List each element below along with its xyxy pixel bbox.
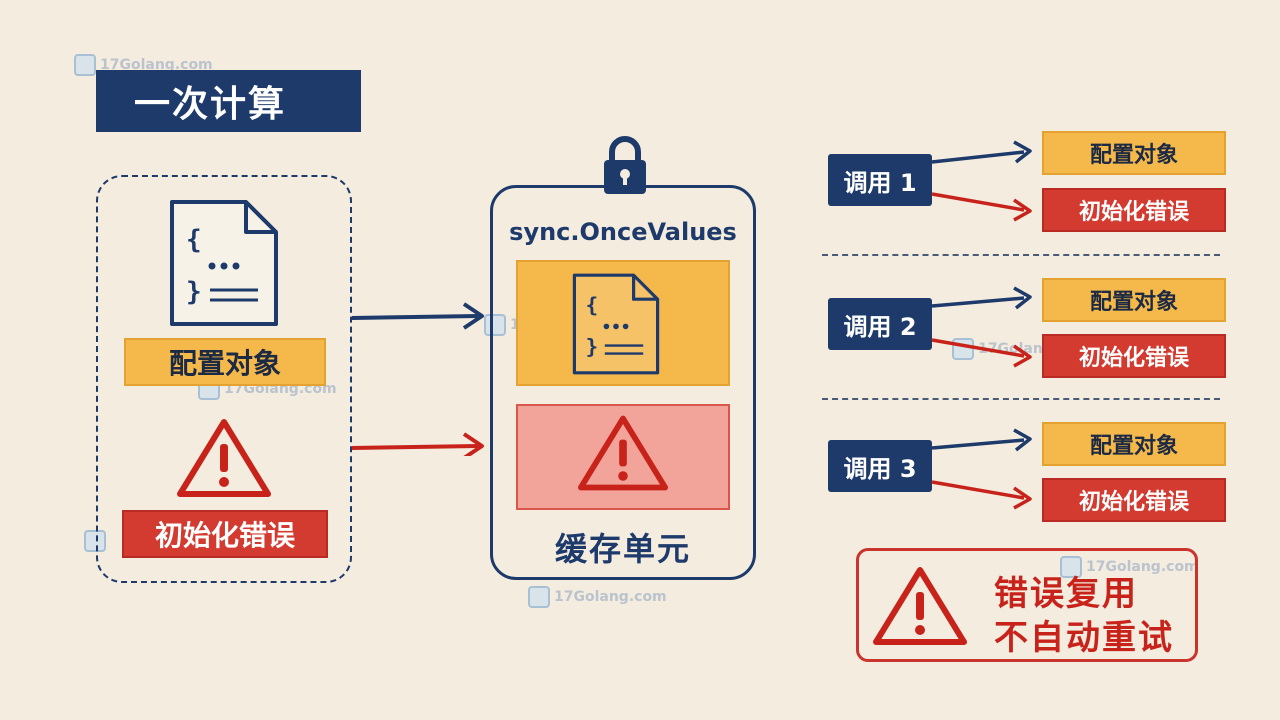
watermark-logo-icon — [84, 530, 106, 552]
arrows-to-cache — [351, 302, 484, 456]
result-line-no-retry: 不自动重试 — [994, 618, 1174, 658]
svg-text:{: { — [186, 225, 202, 255]
call-1-config-tag: 配置对象 — [1042, 131, 1226, 175]
watermark-logo-icon — [74, 54, 96, 76]
document-icon: { } — [572, 273, 660, 375]
watermark-text: 17Golang.com — [1086, 559, 1199, 575]
svg-text:{: { — [586, 293, 599, 317]
watermark-logo-icon — [1060, 556, 1082, 578]
watermark: 17Golang.com — [74, 54, 213, 76]
svg-text:}: } — [186, 277, 202, 307]
call-2-config-tag: 配置对象 — [1042, 278, 1226, 322]
watermark-text: 17Golang.com — [554, 589, 667, 605]
call-3-config-tag: 配置对象 — [1042, 422, 1226, 466]
watermark-logo-icon — [484, 314, 506, 336]
call-1-box: 调用 1 — [828, 154, 932, 206]
result-line-reuse: 错误复用 — [994, 574, 1138, 614]
call-2-error-tag: 初始化错误 — [1042, 334, 1226, 378]
cache-panel — [490, 185, 756, 580]
warning-icon — [177, 419, 271, 497]
result-box — [856, 548, 1198, 662]
call-3-error-tag: 初始化错误 — [1042, 478, 1226, 522]
call-divider — [822, 254, 1220, 256]
init-error-tag: 初始化错误 — [122, 510, 328, 558]
source-panel — [96, 175, 352, 583]
cache-header: sync.OnceValues — [509, 218, 737, 246]
watermark-logo-icon — [528, 586, 550, 608]
call-divider — [822, 398, 1220, 400]
watermark-text: 17Golang.com — [100, 57, 213, 73]
call-2-box: 调用 2 — [828, 298, 932, 350]
page-title: 一次计算 — [96, 70, 361, 132]
warning-icon — [873, 567, 967, 645]
call-arrows — [931, 140, 1032, 510]
config-object-tag: 配置对象 — [124, 338, 326, 386]
document-icon: { } — [170, 200, 278, 326]
watermark — [84, 530, 106, 552]
call-1-error-tag: 初始化错误 — [1042, 188, 1226, 232]
watermark: 17Golang.com — [1060, 556, 1199, 578]
warning-icon — [577, 415, 669, 491]
call-3-box: 调用 3 — [828, 440, 932, 492]
svg-text:}: } — [586, 335, 599, 359]
watermark: 17Golang.com — [528, 586, 667, 608]
cache-footer: 缓存单元 — [554, 530, 691, 568]
